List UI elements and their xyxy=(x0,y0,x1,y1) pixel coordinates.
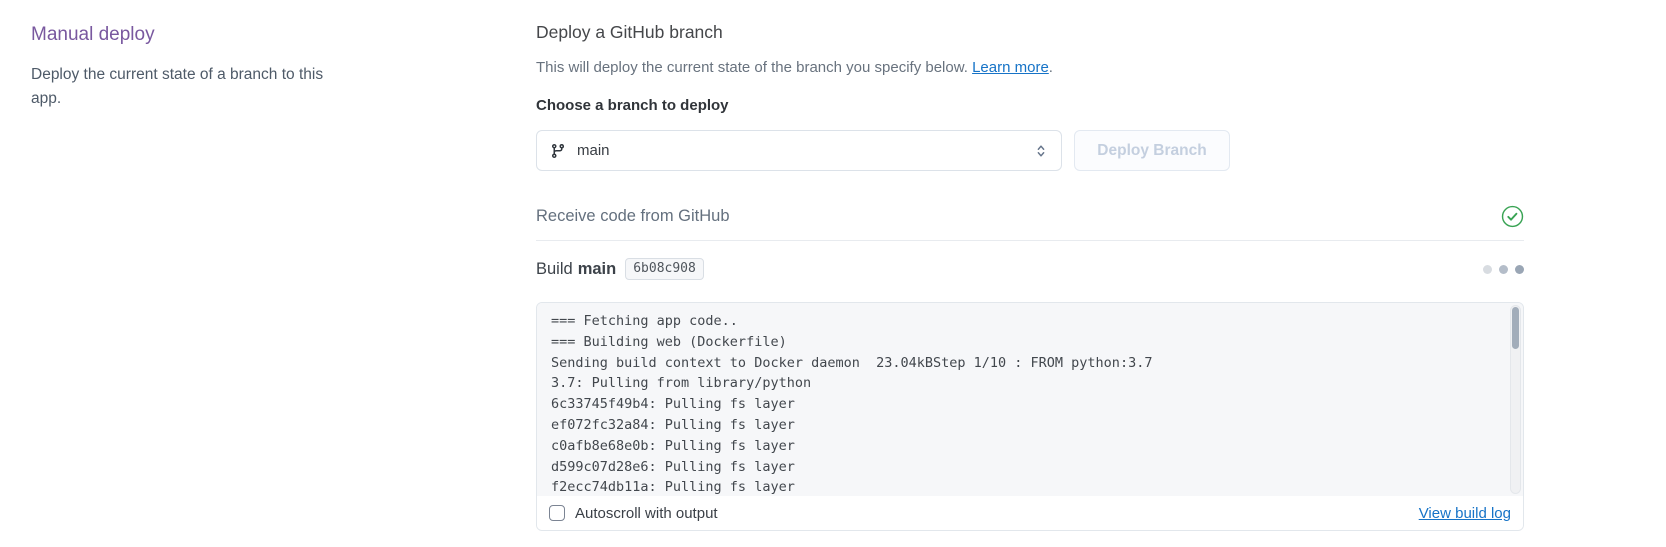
section-heading: Deploy a GitHub branch xyxy=(536,22,723,42)
manual-deploy-panel: Manual deploy Deploy the current state o… xyxy=(31,24,351,110)
view-build-log-link[interactable]: View build log xyxy=(1418,504,1511,522)
progress-dot xyxy=(1483,264,1492,274)
deploy-branch-button[interactable]: Deploy Branch xyxy=(1074,130,1230,171)
subtitle-period: . xyxy=(1048,59,1053,76)
build-row: Build main 6b08c908 xyxy=(536,258,1524,280)
git-branch-icon xyxy=(550,143,566,159)
branch-select-label: Choose a branch to deploy xyxy=(536,97,729,114)
scrollbar-track[interactable] xyxy=(1510,305,1521,494)
success-check-icon xyxy=(1501,205,1524,228)
deploy-section: Deploy a GitHub branch This will deploy … xyxy=(536,22,1524,537)
autoscroll-label: Autoscroll with output xyxy=(575,504,718,522)
learn-more-link[interactable]: Learn more xyxy=(972,59,1049,76)
receive-code-row: Receive code from GitHub xyxy=(536,205,1524,228)
build-log-container: === Fetching app code.. === Building web… xyxy=(536,302,1524,531)
receive-code-label: Receive code from GitHub xyxy=(536,207,730,225)
build-log-footer: Autoscroll with output View build log xyxy=(537,496,1523,530)
autoscroll-toggle[interactable]: Autoscroll with output xyxy=(549,505,718,522)
build-label: Build xyxy=(536,259,573,278)
build-progress-dots-icon xyxy=(1483,264,1524,274)
progress-dot xyxy=(1499,264,1508,274)
autoscroll-checkbox[interactable] xyxy=(549,505,565,521)
deploy-controls-row: main Deploy Branch xyxy=(536,130,1230,171)
panel-title: Manual deploy xyxy=(31,24,155,45)
branch-select[interactable]: main xyxy=(536,130,1062,171)
subtitle-text: This will deploy the current state of th… xyxy=(536,59,968,76)
build-log-output[interactable]: === Fetching app code.. === Building web… xyxy=(537,303,1523,496)
scrollbar-thumb[interactable] xyxy=(1512,307,1519,349)
build-title: Build main 6b08c908 xyxy=(536,258,704,280)
commit-hash-badge: 6b08c908 xyxy=(625,258,704,280)
build-branch-name: main xyxy=(577,259,617,278)
panel-description: Deploy the current state of a branch to … xyxy=(31,66,324,107)
select-chevrons-icon xyxy=(1034,142,1048,160)
branch-select-value: main xyxy=(577,142,610,159)
progress-dot xyxy=(1515,264,1524,274)
section-subtitle: This will deploy the current state of th… xyxy=(536,59,1053,76)
section-divider xyxy=(536,240,1524,241)
